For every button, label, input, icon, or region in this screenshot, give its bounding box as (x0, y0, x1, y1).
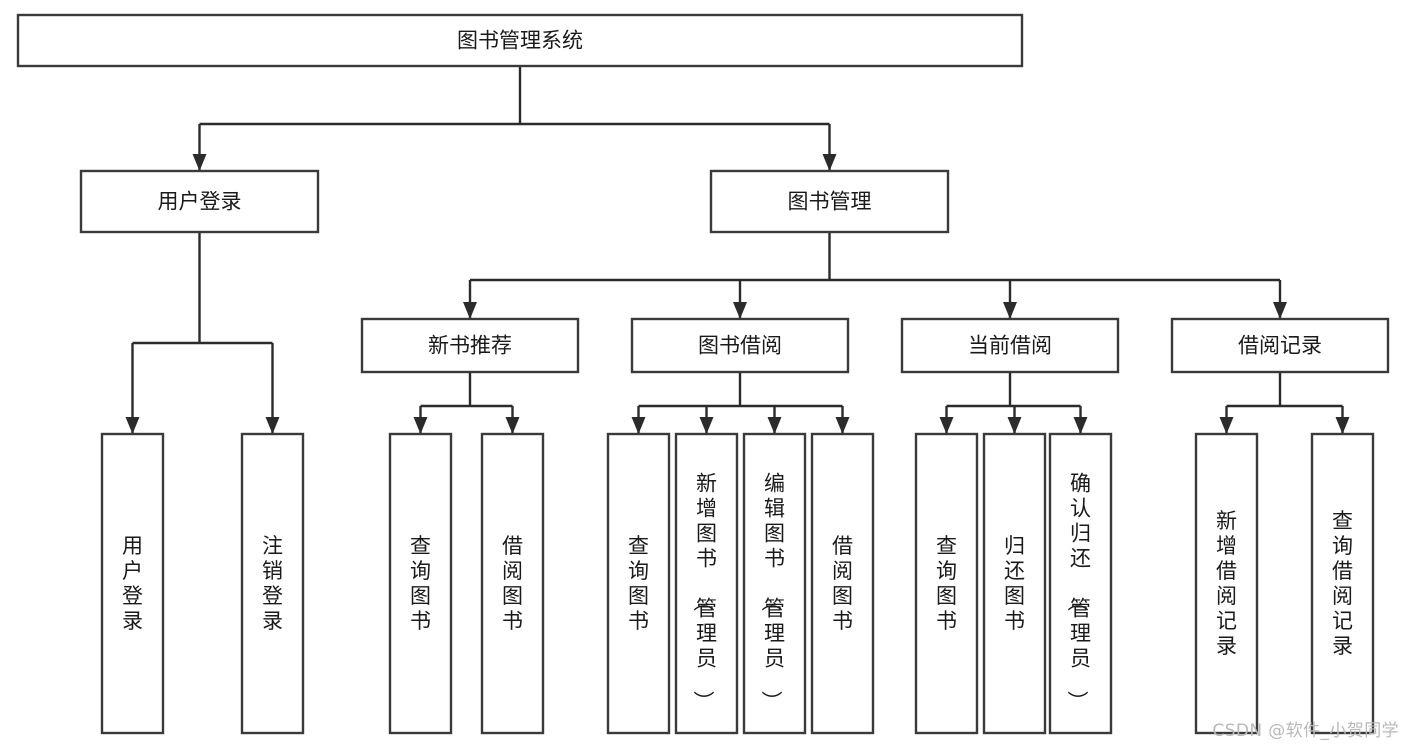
node-label: 查询图书 (936, 534, 957, 633)
node-box (674, 432, 739, 735)
node-box (709, 169, 950, 234)
node-n-new-rec[interactable]: 新书推荐 (360, 317, 580, 374)
node-label: 新增图书（管理员） (691, 472, 717, 712)
node-box (606, 432, 671, 735)
node-label: 新书推荐 (428, 334, 512, 358)
node-label: 用户登录 (122, 534, 143, 633)
node-label: 确认归还（管理员） (1065, 472, 1091, 712)
node-l-nr-borrow[interactable]: 借阅图书 (480, 432, 545, 735)
node-l-logout[interactable]: 注销登录 (240, 432, 305, 735)
node-box (388, 432, 453, 735)
node-box (360, 317, 580, 374)
node-l-bb-borrow[interactable]: 借阅图书 (810, 432, 875, 735)
node-label: 当前借阅 (968, 334, 1052, 358)
node-l-bb-query[interactable]: 查询图书 (606, 432, 671, 735)
node-l-cb-return[interactable]: 归还图书 (982, 432, 1047, 735)
node-label: 图书管理系统 (457, 29, 583, 53)
node-label: 借阅图书 (832, 534, 853, 633)
node-label: 查询图书 (628, 534, 649, 633)
node-box (1194, 432, 1259, 735)
node-label: 图书管理 (788, 190, 872, 214)
node-n-borrow[interactable]: 图书借阅 (630, 317, 850, 374)
node-label: 用户登录 (158, 190, 242, 214)
node-box (100, 432, 165, 735)
node-n-book-mgmt[interactable]: 图书管理 (709, 169, 950, 234)
node-box (240, 432, 305, 735)
node-box (1310, 432, 1375, 735)
node-l-cb-confirm[interactable]: 确认归还（管理员） (1048, 432, 1113, 735)
node-box (900, 317, 1120, 374)
node-l-bb-edit[interactable]: 编辑图书（管理员） (742, 432, 807, 735)
node-label: 查询图书 (410, 534, 431, 633)
node-label: 编辑图书（管理员） (759, 472, 785, 712)
node-box (810, 432, 875, 735)
node-n-current[interactable]: 当前借阅 (900, 317, 1120, 374)
node-l-cb-query[interactable]: 查询图书 (914, 432, 979, 735)
node-label: 图书借阅 (698, 334, 782, 358)
node-box (982, 432, 1047, 735)
node-box (914, 432, 979, 735)
node-box (16, 13, 1024, 68)
node-label: 新增借阅记录 (1216, 509, 1237, 658)
node-root[interactable]: 图书管理系统 (16, 13, 1024, 68)
connector-layer (125, 66, 1350, 434)
watermark-label: CSDN @软件_小贺同学 (1212, 721, 1399, 741)
node-l-bb-add[interactable]: 新增图书（管理员） (674, 432, 739, 735)
node-label: 借阅记录 (1238, 334, 1322, 358)
node-box (1048, 432, 1113, 735)
node-label: 借阅图书 (502, 534, 523, 633)
node-box (480, 432, 545, 735)
node-l-nr-query[interactable]: 查询图书 (388, 432, 453, 735)
node-l-rec-query[interactable]: 查询借阅记录 (1310, 432, 1375, 735)
node-box (1170, 317, 1390, 374)
node-l-rec-add[interactable]: 新增借阅记录 (1194, 432, 1259, 735)
node-n-records[interactable]: 借阅记录 (1170, 317, 1390, 374)
node-label: 注销登录 (262, 534, 283, 633)
node-label: 归还图书 (1004, 534, 1025, 633)
node-box (742, 432, 807, 735)
node-layer: 图书管理系统用户登录图书管理新书推荐图书借阅当前借阅借阅记录用户登录注销登录查询… (16, 13, 1390, 735)
node-box (630, 317, 850, 374)
node-l-user-login[interactable]: 用户登录 (100, 432, 165, 735)
node-box (79, 169, 320, 234)
node-label: 查询借阅记录 (1332, 509, 1353, 658)
node-n-user-login[interactable]: 用户登录 (79, 169, 320, 234)
